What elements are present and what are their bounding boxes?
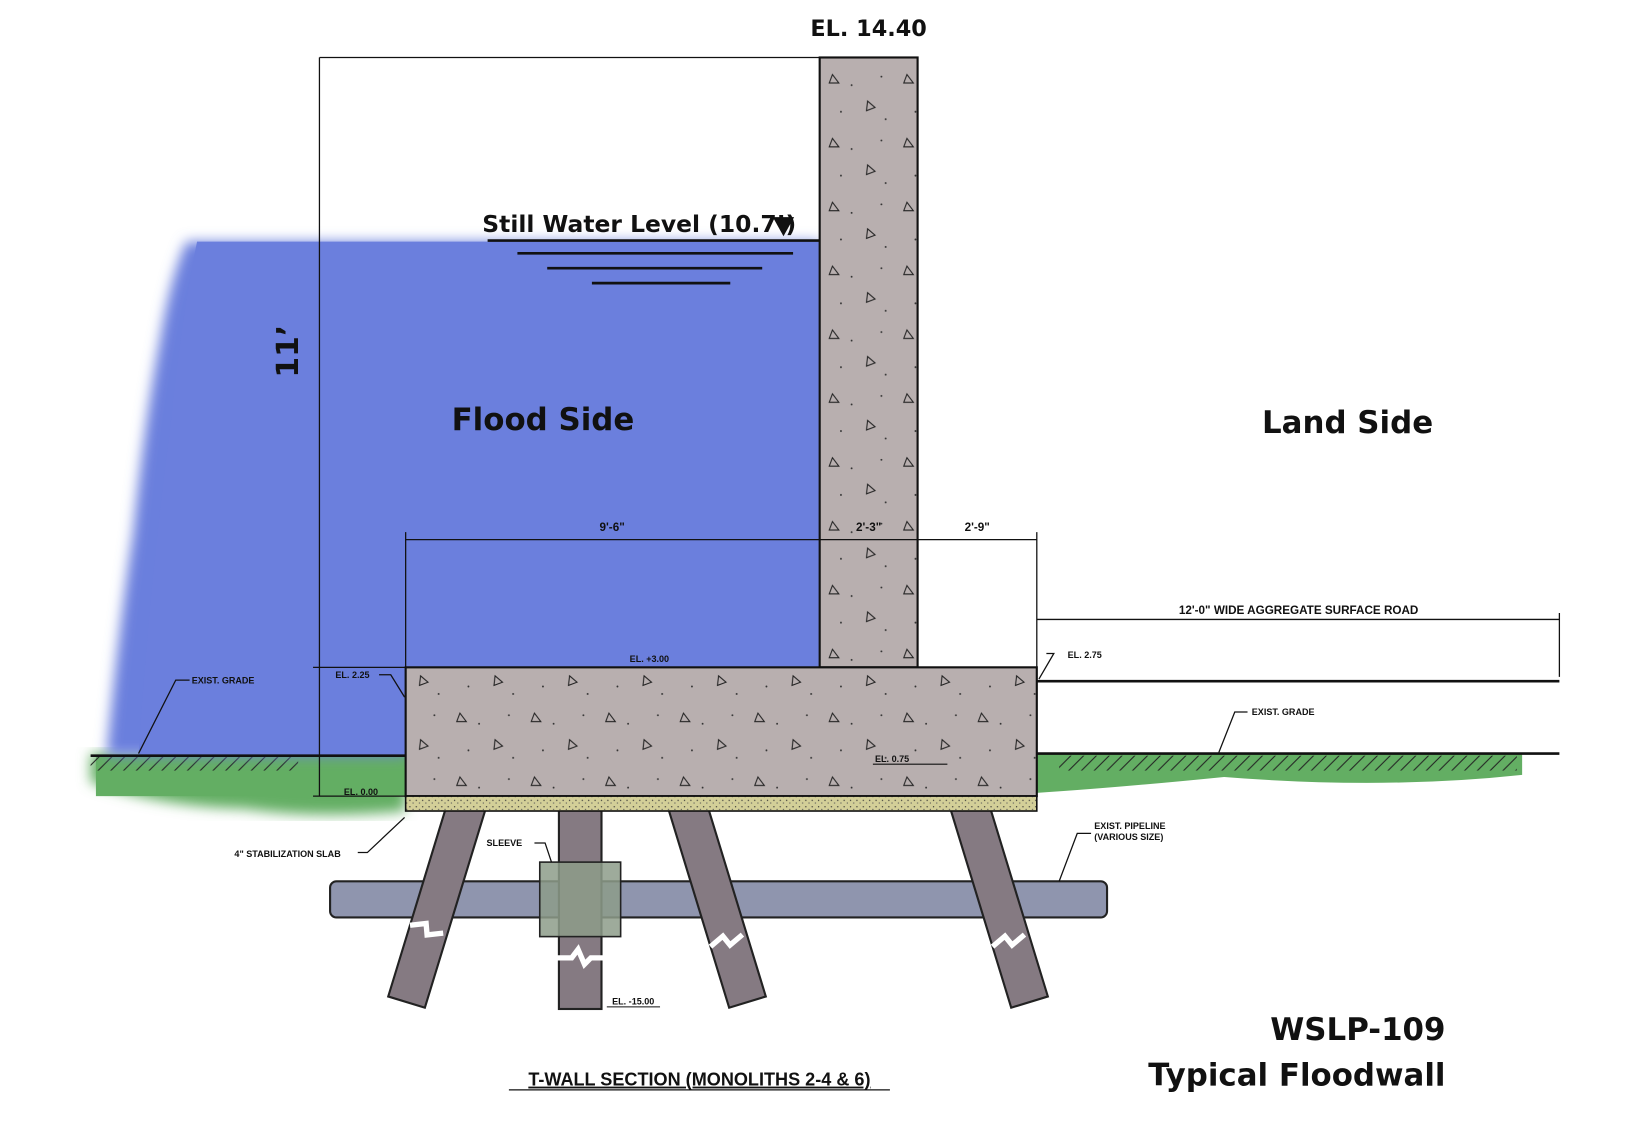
height-dimension-label: 11’ — [271, 325, 306, 378]
wall-stem — [818, 56, 919, 669]
ground-lines — [90, 679, 1560, 758]
pipeline-callout-line2: (VARIOUS SIZE) — [1094, 832, 1163, 842]
el-land-grade: EL. 2.75 — [1068, 650, 1102, 660]
el-slab-top: EL. +3.00 — [630, 654, 669, 664]
el-bottom: EL. 0.00 — [344, 787, 378, 797]
sleeve — [538, 861, 622, 938]
water-level-triangle-icon — [772, 217, 795, 237]
dim-toe: 2'-9" — [965, 521, 990, 534]
exist-grade-left-callout: EXIST. GRADE — [192, 675, 255, 685]
stabilization-slab — [404, 795, 1038, 812]
project-title: Typical Floodwall — [1148, 1058, 1445, 1094]
pipeline-callout-line1: EXIST. PIPELINE — [1094, 821, 1165, 831]
base-slab — [404, 666, 1038, 798]
el-flood-grade: EL. 2.25 — [335, 670, 369, 680]
dim-stem: 2'-3" — [856, 521, 881, 534]
exist-grade-right-callout: EXIST. GRADE — [1252, 707, 1315, 717]
water-level-label: Still Water Level (10.7’) — [482, 210, 796, 238]
stabilization-slab-callout: 4" STABILIZATION SLAB — [234, 849, 341, 859]
land-side-label: Land Side — [1262, 405, 1433, 441]
dim-heel: 9'-6" — [600, 521, 625, 534]
el-pile-tip: EL. -15.00 — [612, 997, 654, 1007]
dimension-lines — [313, 56, 1561, 797]
grade-hatch-left — [90, 755, 299, 771]
project-id: WSLP-109 — [1270, 1012, 1445, 1048]
water-level-lines — [487, 239, 820, 285]
sleeve-callout: SLEEVE — [487, 838, 523, 848]
flood-water-core — [138, 241, 820, 756]
top-elevation-label: EL. 14.40 — [810, 16, 926, 42]
grade-hatch-right — [1059, 755, 1517, 771]
flood-side-label: Flood Side — [452, 402, 635, 438]
dim-road: 12'-0" WIDE AGGREGATE SURFACE ROAD — [1179, 604, 1419, 617]
el-slab-internal: EL. 0.75 — [875, 754, 909, 764]
leader-lines — [137, 652, 1248, 882]
section-title: T-WALL SECTION (MONOLITHS 2-4 & 6) — [528, 1070, 870, 1090]
